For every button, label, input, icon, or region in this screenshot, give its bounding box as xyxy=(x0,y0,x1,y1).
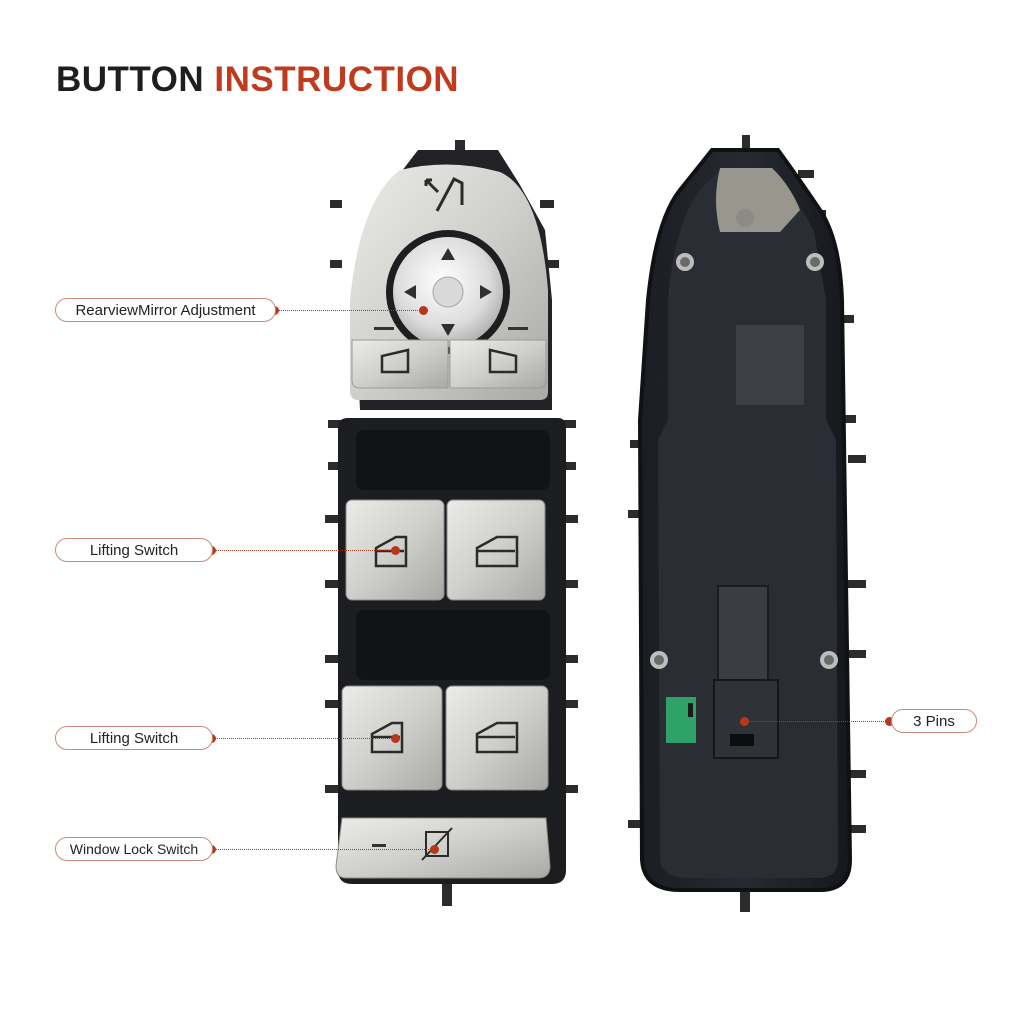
window-switch-front-right xyxy=(446,499,546,601)
leader-dot-lifting-front-end xyxy=(391,546,400,555)
leader-line-mirror xyxy=(276,310,424,311)
callout-window-lock-switch: Window Lock Switch xyxy=(55,837,213,861)
switch-unit-front xyxy=(325,140,578,906)
leader-dot-lifting-rear-end xyxy=(391,734,400,743)
leader-dot-mirror-end xyxy=(419,306,428,315)
direction-arrows-icon xyxy=(404,248,492,336)
title-word-instruction: INSTRUCTION xyxy=(214,60,460,99)
right-mirror-icon xyxy=(488,348,518,374)
callout-lifting-switch-front: Lifting Switch xyxy=(55,538,213,562)
switch-unit-back xyxy=(628,135,866,912)
title-word-button: BUTTON xyxy=(56,60,205,99)
lock-icon xyxy=(421,827,453,861)
leader-dot-lock-end xyxy=(430,845,439,854)
leader-line-pins xyxy=(745,721,890,722)
side-clips-front xyxy=(325,140,578,906)
leader-dot-pins-end xyxy=(885,717,894,726)
leader-line-lifting-front xyxy=(213,550,395,551)
screws xyxy=(650,253,838,669)
leader-line-lifting-rear xyxy=(213,738,396,739)
callout-3-pins: 3 Pins xyxy=(891,709,977,733)
leader-dot-pins-start xyxy=(740,717,749,726)
callout-mirror-adjustment: RearviewMirror Adjustment xyxy=(55,298,276,322)
window-switch-rear-right xyxy=(445,685,549,791)
mirror-fold-icon xyxy=(424,177,464,212)
leader-line-lock xyxy=(213,849,435,850)
page-title: BUTTON INSTRUCTION xyxy=(56,60,459,100)
callout-lifting-switch-rear: Lifting Switch xyxy=(55,726,213,750)
window-lock-switch xyxy=(335,817,551,879)
left-mirror-icon xyxy=(380,348,410,374)
